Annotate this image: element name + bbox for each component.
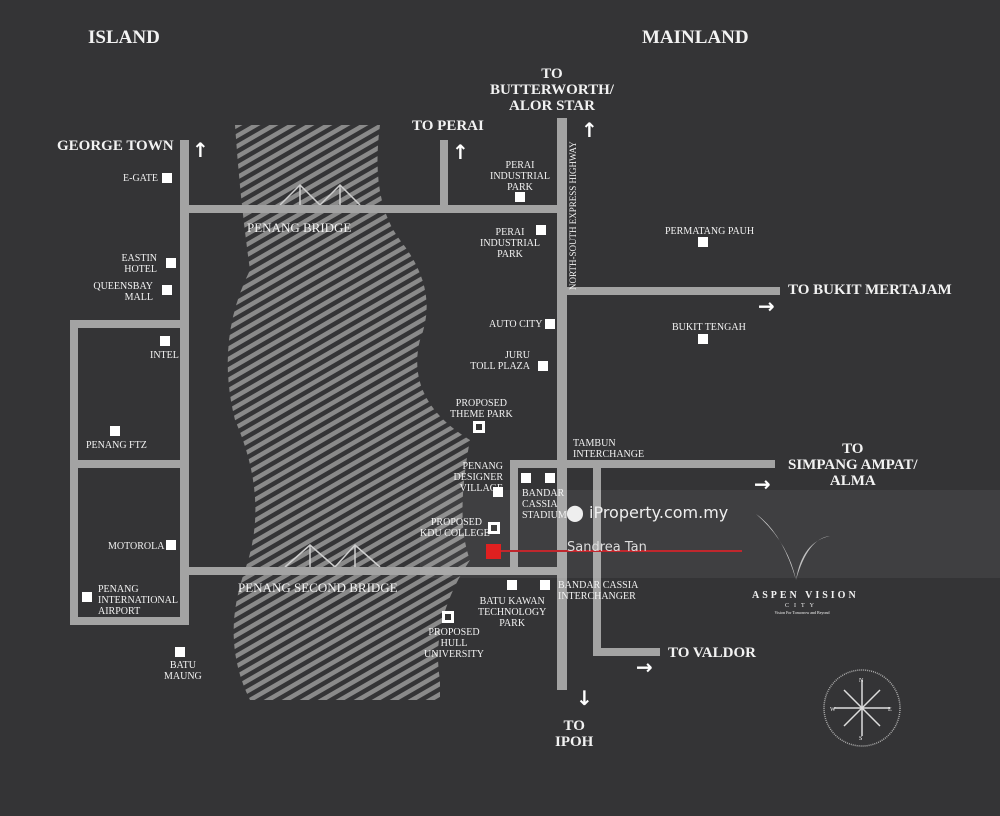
place-label: JURU TOLL PLAZA (470, 350, 530, 372)
place-label: MOTOROLA (108, 541, 165, 552)
place-label: PROPOSED THEME PARK (450, 398, 513, 420)
place-label: E-GATE (123, 173, 158, 184)
location-pin-icon: ⬤ (566, 503, 589, 522)
place-marker (162, 173, 172, 183)
proposed-place-marker (442, 611, 454, 623)
logo-tagline: Vision For Tomorrow and Beyond (774, 610, 830, 615)
place-label: PROPOSED KDU COLLEGE (420, 517, 490, 539)
place-marker (536, 225, 546, 235)
dest-ipoh: TO IPOH (555, 718, 594, 750)
place-label: INTEL (150, 350, 179, 361)
place-marker (493, 487, 503, 497)
arrow-right-icon: → (754, 472, 771, 496)
project-location-marker (486, 544, 501, 559)
place-label: EASTIN HOTEL (121, 253, 157, 275)
place-label: QUEENSBAY MALL (93, 281, 153, 303)
dest-simpang-ampat: TO SIMPANG AMPAT/ ALMA (788, 441, 918, 489)
road (70, 460, 185, 468)
place-label: PENANG INTERNATIONAL AIRPORT (98, 584, 178, 617)
road (185, 567, 563, 575)
logo-sub: CITY (785, 603, 819, 609)
aspen-logo-icon (756, 514, 830, 580)
place-marker (545, 473, 555, 483)
place-label: BANDAR CASSIA STADIUM (522, 488, 567, 521)
proposed-place-marker (473, 421, 485, 433)
place-label: TAMBUN INTERCHANGE (573, 438, 645, 460)
road (185, 205, 563, 213)
road (593, 648, 660, 656)
penang-bridge-label: PENANG BRIDGE (247, 220, 352, 235)
place-label: BATU KAWAN TECHNOLOGY PARK (478, 596, 547, 629)
place-marker (160, 336, 170, 346)
arrow-up-icon: ↑ (581, 118, 598, 142)
road (510, 460, 775, 468)
place-marker (698, 334, 708, 344)
road (70, 320, 78, 625)
compass-n: N (859, 678, 864, 684)
dest-perai: TO PERAI (412, 118, 484, 134)
arrow-up-icon: ↑ (452, 140, 469, 164)
watermark-agent: Sandrea Tan (567, 540, 647, 555)
watermark-site: ⬤ iProperty.com.my (566, 503, 728, 522)
place-label: PERMATANG PAUH (665, 226, 755, 237)
road (440, 140, 448, 210)
place-marker (507, 580, 517, 590)
place-label: BANDAR CASSIA INTERCHANGER (558, 580, 639, 602)
place-label: AUTO CITY (489, 319, 543, 330)
watermark-band (420, 490, 1000, 578)
road (510, 460, 518, 570)
dest-butterworth: TO BUTTERWORTH/ ALOR STAR (490, 66, 614, 114)
place-marker (110, 426, 120, 436)
proposed-place-marker (488, 522, 500, 534)
road (562, 287, 780, 295)
road (593, 468, 601, 656)
road (70, 617, 185, 625)
marker-line (500, 550, 742, 552)
arrow-right-icon: → (636, 655, 653, 679)
arrow-down-icon: ↓ (576, 686, 593, 710)
place-marker (545, 319, 555, 329)
place-label: BUKIT TENGAH (672, 322, 746, 333)
place-marker (166, 258, 176, 268)
place-label: PROPOSED HULL UNIVERSITY (424, 627, 484, 660)
watermark-site-text: iProperty.com.my (589, 503, 729, 522)
place-label: PENANG FTZ (86, 440, 147, 451)
place-marker (515, 192, 525, 202)
second-bridge-label: PENANG SECOND BRIDGE (238, 580, 398, 595)
place-marker (538, 361, 548, 371)
arrow-right-icon: → (758, 294, 775, 318)
place-label: PERAI INDUSTRIAL PARK (490, 160, 550, 193)
place-label: BATU MAUNG (164, 660, 202, 682)
dest-valdor: TO VALDOR (668, 645, 756, 661)
region-mainland: MAINLAND (642, 27, 749, 48)
place-marker (540, 580, 550, 590)
road (70, 320, 185, 328)
arrow-up-icon: ↑ (192, 138, 209, 162)
dest-bukit-mertajam: TO BUKIT MERTAJAM (788, 282, 952, 298)
compass-rose-icon (823, 669, 901, 747)
road (180, 140, 189, 625)
highway-label: NORTH-SOUTH EXPRESS HIGHWAY (568, 141, 578, 290)
highway-road (557, 118, 567, 690)
place-marker (82, 592, 92, 602)
place-label: PERAI INDUSTRIAL PARK (480, 227, 540, 260)
place-marker (175, 647, 185, 657)
region-island: ISLAND (88, 27, 160, 48)
dest-george-town: GEORGE TOWN (57, 138, 174, 154)
place-marker (521, 473, 531, 483)
logo-name: ASPEN VISION (752, 590, 859, 601)
place-marker (162, 285, 172, 295)
compass-w: W (830, 707, 836, 713)
place-label: PENANG DESIGNER VILLAGE (453, 461, 503, 494)
compass-e: E (888, 707, 892, 713)
compass-s: S (859, 736, 863, 742)
place-marker (698, 237, 708, 247)
place-marker (166, 540, 176, 550)
